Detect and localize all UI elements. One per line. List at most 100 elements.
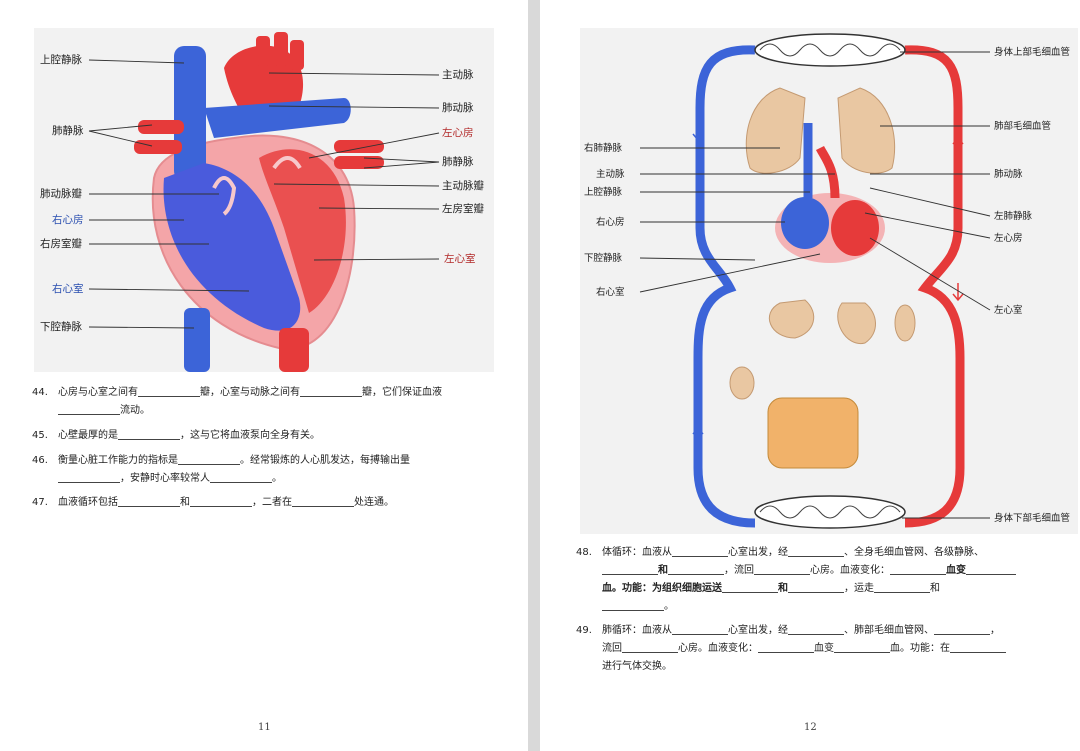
answer-blank[interactable] (292, 495, 354, 507)
answer-blank[interactable] (668, 563, 724, 575)
q-text: 。 (272, 473, 282, 484)
label-svc: 上腔静脉 (584, 186, 623, 198)
answer-blank[interactable] (754, 563, 810, 575)
q-text: ，运走 (844, 583, 874, 594)
answer-blank[interactable] (672, 623, 728, 635)
answer-blank[interactable] (672, 545, 728, 557)
answer-blank[interactable] (602, 599, 664, 611)
q-text: 血变 (946, 565, 966, 576)
label-pulm-veins-2: 肺静脉 (442, 155, 474, 168)
label-pulm-artery: 肺动脉 (442, 101, 474, 114)
leader-left-atrium (308, 132, 440, 159)
question-48: 48.体循环：血液从心室出发，经、全身毛细血管网、各级静脉、 和，流回心房。血液… (576, 544, 1046, 616)
leader-left-pv (869, 187, 991, 217)
label-pulm-veins: 肺静脉 (52, 124, 84, 137)
answer-blank[interactable] (950, 641, 1006, 653)
q-text: 和 (778, 583, 788, 594)
label-right-atrium: 右心房 (596, 216, 625, 228)
circulation-svg: 身体上部毛细血管 肺部毛细血管 右肺静脉 主动脉 肺动脉 上腔静脉 左肺静脉 右… (584, 33, 1070, 529)
answer-blank[interactable] (722, 581, 778, 593)
answer-blank[interactable] (788, 545, 844, 557)
descending-aorta (279, 328, 309, 372)
leader-aortic-valve (273, 183, 440, 187)
answer-blank[interactable] (788, 581, 844, 593)
answer-blank[interactable] (602, 563, 658, 575)
answer-blank[interactable] (300, 385, 362, 397)
svc-shape (174, 46, 206, 181)
heart-left-side (831, 200, 879, 256)
arrow-up-left (692, 426, 704, 448)
q-text: ， (990, 625, 1000, 636)
kidney (894, 304, 916, 342)
label-aorta: 主动脉 (442, 68, 474, 81)
q-text: 进行气体交换。 (602, 661, 672, 672)
label-left-atrium: 左心房 (994, 232, 1023, 244)
q-text: 和 (930, 583, 940, 594)
answer-blank[interactable] (788, 623, 844, 635)
label-right-ventricle: 右心室 (52, 282, 84, 295)
q-text: 、肺部毛细血管网、 (844, 625, 934, 636)
label-left-atrium: 左心房 (442, 126, 474, 139)
ivc-shape (184, 308, 210, 372)
leader-ivc (639, 257, 756, 261)
q-text: 和 (658, 565, 668, 576)
answer-blank[interactable] (118, 495, 180, 507)
answer-blank[interactable] (178, 453, 240, 465)
q-text: 瓣，心室与动脉之间有 (200, 387, 300, 398)
leader-pulm-artery (268, 105, 440, 109)
answer-blank[interactable] (138, 385, 200, 397)
q-text: ，这与它将血液泵向全身有关。 (180, 430, 320, 441)
artery-loop-right (904, 45, 965, 528)
q-text: ，流回 (724, 565, 754, 576)
arrow-down-right (952, 283, 964, 302)
vein-loop-left (693, 45, 756, 528)
answer-blank[interactable] (622, 641, 678, 653)
label-ivc: 下腔静脉 (40, 320, 82, 333)
pulm-vein-left-1 (138, 120, 184, 134)
label-lung-capillary: 肺部毛细血管 (994, 120, 1051, 132)
question-number: 47. (32, 497, 48, 508)
answer-blank[interactable] (58, 471, 120, 483)
q-text: 处连通。 (354, 497, 394, 508)
q-text: 血变 (814, 643, 834, 654)
answer-blank[interactable] (118, 428, 180, 440)
leader-svc (88, 59, 185, 64)
leader-pulm-vein-d (363, 161, 440, 169)
answer-blank[interactable] (190, 495, 252, 507)
valve-shape-1 (212, 176, 237, 216)
question-number: 49. (576, 625, 592, 636)
q-text: 心壁最厚的是 (58, 430, 118, 441)
label-pulm-artery: 肺动脉 (994, 168, 1023, 180)
answer-blank[interactable] (210, 471, 272, 483)
pulm-vein-right-2 (334, 156, 384, 169)
arrow-up-right (952, 136, 964, 158)
q-text: 心室出发，经 (728, 547, 788, 558)
upper-capillary-mesh (759, 43, 901, 57)
heart-svg: 上腔静脉 主动脉 肺动脉 肺静脉 左心房 肺静脉 肺动脉瓣 主动脉瓣 右心房 左… (40, 32, 484, 372)
answer-blank[interactable] (874, 581, 930, 593)
q-text: 心房与心室之间有 (58, 387, 138, 398)
leader-right-ventricle (88, 288, 250, 292)
left-lung (745, 87, 806, 174)
answer-blank[interactable] (58, 403, 120, 415)
upper-capillary-bed (754, 33, 906, 67)
answer-blank[interactable] (834, 641, 890, 653)
answer-blank[interactable] (758, 641, 814, 653)
q-text: 。 (664, 601, 674, 612)
intestines (767, 397, 859, 469)
question-46: 46.衡量心脏工作能力的指标是。经常锻炼的人心肌发达，每搏输出量 ，安静时心率较… (32, 452, 502, 488)
label-left-pv: 左肺静脉 (994, 210, 1033, 222)
answer-blank[interactable] (890, 563, 946, 575)
q-text: ，安静时心率较常人 (120, 473, 210, 484)
answer-blank[interactable] (934, 623, 990, 635)
q-text: 、全身毛细血管网、各级静脉、 (844, 547, 984, 558)
right-lung (837, 87, 896, 174)
pulm-vein-right-1 (334, 140, 384, 153)
label-right-pv: 右肺静脉 (584, 142, 623, 154)
left-chambers (259, 149, 346, 313)
q-text: 体循环：血液从 (602, 547, 672, 558)
question-49: 49.肺循环：血液从心室出发，经、肺部毛细血管网、， 流回心房。血液变化：血变血… (576, 622, 1046, 676)
label-mitral-valve: 左房室瓣 (442, 202, 484, 215)
answer-blank[interactable] (966, 563, 1016, 575)
label-upper-capillary: 身体上部毛细血管 (994, 46, 1070, 58)
